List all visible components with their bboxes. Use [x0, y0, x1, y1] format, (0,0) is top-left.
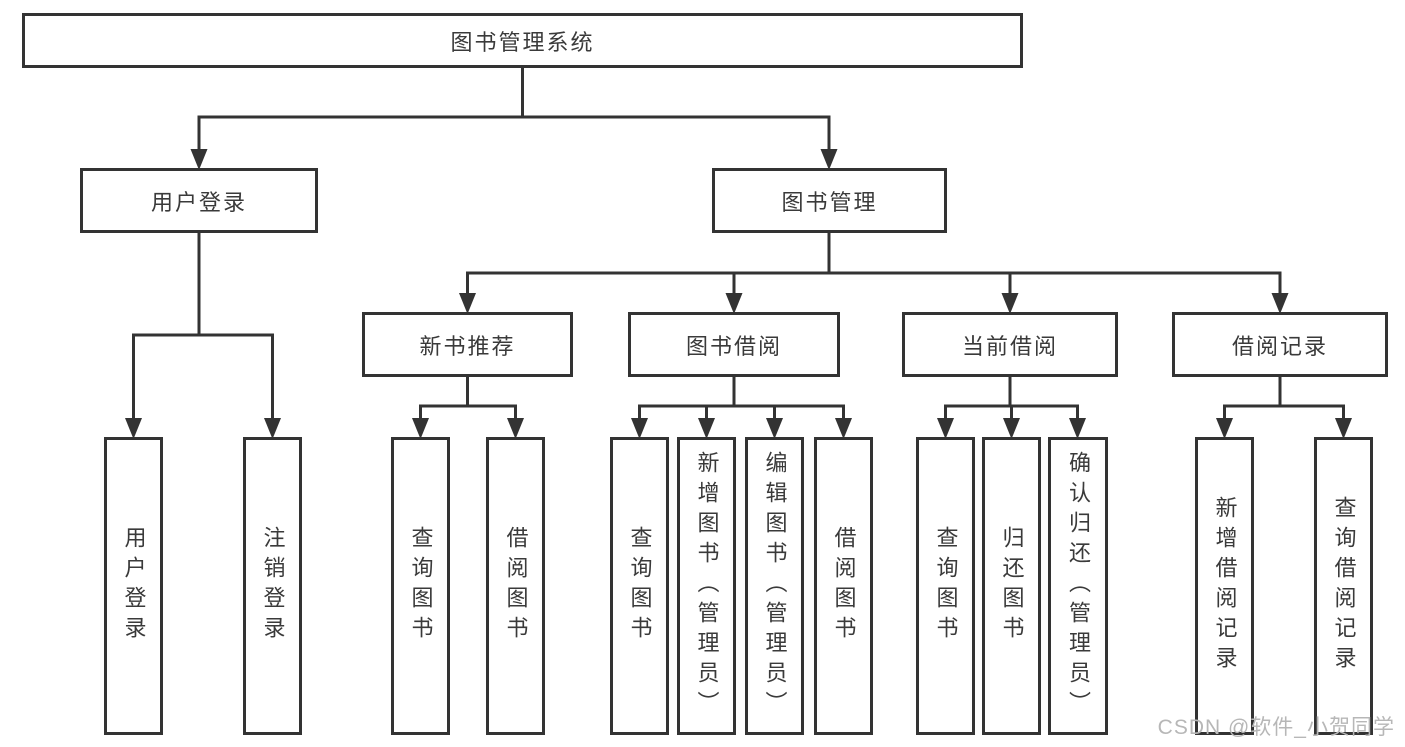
node-borrow-record: 借阅记录 [1172, 312, 1388, 377]
leaf-bb-borrow-book: 借阅图书 [814, 437, 873, 735]
node-user-login: 用户登录 [80, 168, 318, 233]
node-new-book-recommend: 新书推荐 [362, 312, 573, 377]
leaf-user-login: 用户登录 [104, 437, 163, 735]
node-book-management: 图书管理 [712, 168, 947, 233]
leaf-nb-query-book: 查询图书 [391, 437, 450, 735]
node-book-borrow: 图书借阅 [628, 312, 840, 377]
leaf-logout: 注销登录 [243, 437, 302, 735]
leaf-bb-add-book-admin: 新增图书（管理员） [677, 437, 736, 735]
leaf-cb-confirm-return-admin: 确认归还（管理员） [1048, 437, 1108, 735]
leaf-cb-query-book: 查询图书 [916, 437, 975, 735]
leaf-cb-return-book: 归还图书 [982, 437, 1041, 735]
watermark: CSDN @软件_小贺同学 [1157, 716, 1395, 739]
leaf-br-add-record: 新增借阅记录 [1195, 437, 1254, 735]
leaf-bb-edit-book-admin: 编辑图书（管理员） [745, 437, 804, 735]
leaf-nb-borrow-book: 借阅图书 [486, 437, 545, 735]
leaf-br-query-record: 查询借阅记录 [1314, 437, 1373, 735]
leaf-bb-query-book: 查询图书 [610, 437, 669, 735]
node-root: 图书管理系统 [22, 13, 1023, 68]
node-current-borrow: 当前借阅 [902, 312, 1118, 377]
